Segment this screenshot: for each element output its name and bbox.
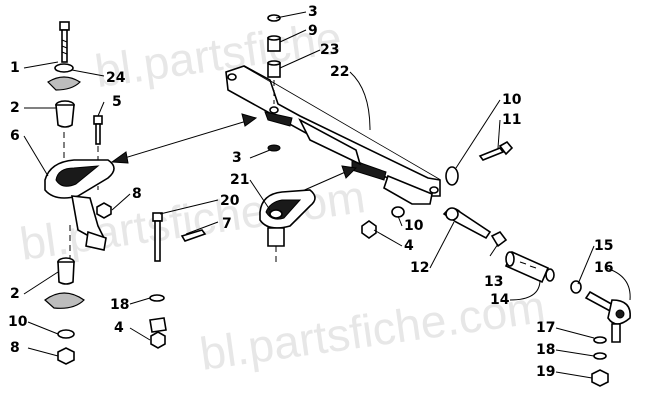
castle-nut: [149, 317, 167, 333]
nut-19: [591, 369, 609, 387]
adjuster-13-14: [504, 250, 555, 284]
bolt-20: [152, 212, 163, 262]
bushing-23: [267, 60, 281, 78]
callout-5: 5: [112, 94, 122, 110]
cotter-pin-7: [180, 229, 207, 242]
bolt-11: [478, 140, 514, 161]
center-stack-hardware: [267, 14, 281, 152]
right-hardware: [361, 140, 514, 239]
bushing-2-upper: [55, 100, 75, 128]
washer-24: [54, 63, 74, 73]
callout-4-left: 4: [114, 320, 124, 336]
callout-12: 12: [410, 260, 429, 276]
idler-arm-21: [259, 189, 316, 262]
nut-4-right: [361, 220, 377, 239]
spacer-9: [267, 35, 281, 52]
callout-labels: 1 24 2 5 6 8 20 7 2 18 10 4 8 3 9 23 22 …: [8, 4, 613, 380]
callout-17: 17: [536, 320, 555, 336]
washer-10-left: [57, 329, 75, 339]
callout-7: 7: [222, 216, 232, 232]
right-lower-stack: [591, 336, 609, 387]
callout-8-upper: 8: [132, 186, 142, 202]
callout-8-lower: 8: [10, 340, 20, 356]
washer-10-center: [391, 206, 405, 218]
left-spindle-assembly: [44, 21, 207, 365]
callout-10-left: 10: [8, 314, 28, 330]
washer-plate-lower: [44, 292, 85, 309]
callout-15: 15: [594, 238, 613, 254]
callout-9: 9: [308, 23, 318, 39]
callout-6: 6: [10, 128, 20, 144]
callout-10-center: 10: [404, 218, 424, 234]
callout-13: 13: [484, 274, 503, 290]
connection-arrow-center: [299, 165, 358, 193]
bushing-2-lower: [57, 257, 75, 285]
callout-3-lower: 3: [232, 150, 242, 166]
washer-17: [593, 336, 607, 344]
callout-10-right: 10: [502, 92, 522, 108]
callout-16: 16: [594, 260, 613, 276]
leader-lines: [23, 11, 631, 379]
callout-21: 21: [230, 172, 249, 188]
washer-3-upper: [267, 14, 281, 22]
callout-2-lower: 2: [10, 286, 20, 302]
callout-14: 14: [490, 292, 510, 308]
ball-joint-15-16: [570, 280, 631, 343]
tie-rod-end-12: [442, 207, 508, 248]
callout-3-upper: 3: [308, 4, 318, 20]
callout-22: 22: [330, 64, 349, 80]
callout-23: 23: [320, 42, 339, 58]
callout-19: 19: [536, 364, 555, 380]
washer-18-right: [593, 352, 607, 360]
watermark-top: bl.partsfiche: [92, 11, 345, 97]
callout-20: 20: [220, 193, 240, 209]
callout-24: 24: [106, 70, 126, 86]
callout-2-upper: 2: [10, 100, 20, 116]
washer-10-right: [445, 166, 459, 186]
washer-3-lower: [267, 144, 281, 152]
washer-18-left: [149, 294, 165, 302]
bolt-5: [93, 115, 103, 145]
callout-1: 1: [10, 60, 20, 76]
callout-4-right: 4: [404, 238, 414, 254]
nut-4-left: [150, 331, 166, 349]
callout-18-right: 18: [536, 342, 555, 358]
nut-8-upper: [96, 202, 112, 219]
nut-8-lower: [57, 347, 75, 365]
washer-plate-upper: [47, 76, 81, 91]
steering-arm-6: [44, 159, 115, 251]
connection-arrow-left: [110, 113, 258, 164]
callout-11: 11: [502, 112, 521, 128]
callout-18-left: 18: [110, 297, 129, 313]
tie-rod-22: [225, 65, 441, 205]
bolt-1: [59, 21, 70, 63]
